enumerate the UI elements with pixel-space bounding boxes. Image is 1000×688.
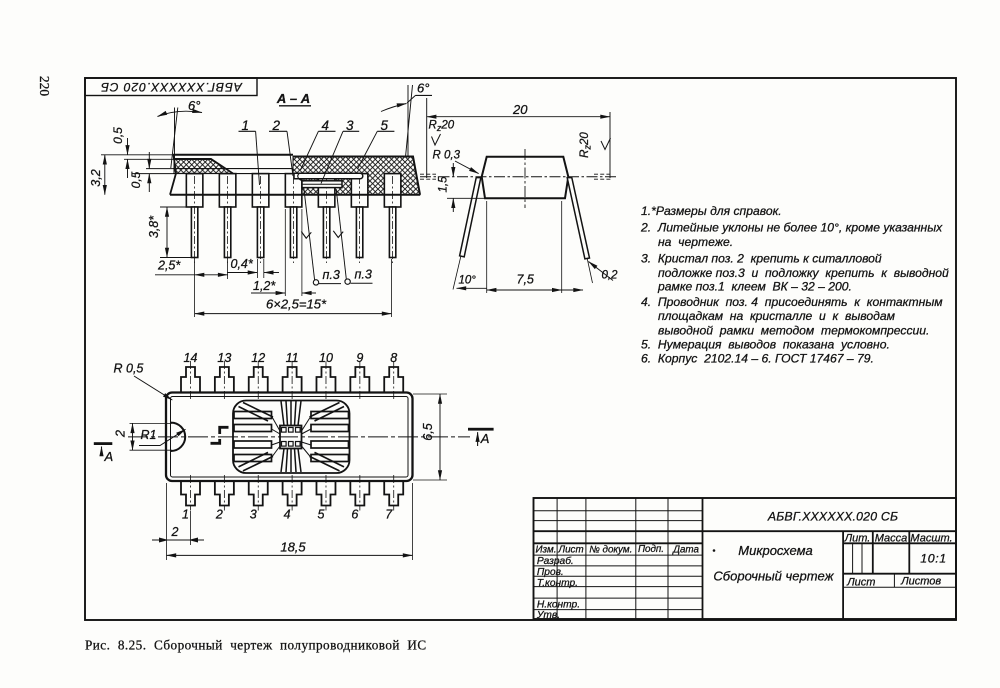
svg-text:1,5: 1,5 — [438, 176, 450, 193]
svg-text:10:1: 10:1 — [920, 552, 947, 566]
svg-text:11: 11 — [286, 351, 299, 365]
svg-text:18,5: 18,5 — [280, 540, 306, 555]
svg-text:Утв.: Утв. — [536, 610, 560, 621]
svg-text:10°: 10° — [459, 274, 477, 286]
svg-text:1: 1 — [242, 118, 250, 133]
svg-text:12: 12 — [251, 351, 265, 365]
svg-text:13: 13 — [217, 351, 231, 365]
svg-text:Подп.: Подп. — [638, 544, 664, 555]
svg-text:2: 2 — [114, 430, 128, 438]
svg-text:0,4*: 0,4* — [231, 257, 254, 271]
svg-text:2: 2 — [215, 508, 223, 522]
svg-text:3: 3 — [250, 508, 257, 522]
svg-text:R 0,5: R 0,5 — [114, 362, 144, 376]
svg-text:20: 20 — [512, 102, 528, 117]
svg-text:14: 14 — [184, 351, 198, 365]
svg-text:площадкам на кристалле и к: площадкам на кристалле и к выводам — [658, 309, 896, 323]
svg-text:6: 6 — [351, 508, 358, 522]
svg-text:4. Проводник поз. 4 присоед: 4. Проводник поз. 4 присоединять к конта… — [641, 295, 943, 309]
svg-text:Листов: Листов — [900, 576, 941, 588]
svg-text:рамке поз.1 клеем ВК – 32 –: рамке поз.1 клеем ВК – 32 – 200. — [657, 279, 852, 293]
svg-text:А: А — [480, 431, 490, 446]
svg-text:R1: R1 — [141, 428, 157, 442]
svg-text:5. Нумерация выводов показа: 5. Нумерация выводов показана условно. — [641, 337, 890, 351]
svg-text:Сборочный чертеж: Сборочный чертеж — [713, 569, 834, 584]
svg-text:на чертеже.: на чертеже. — [658, 235, 733, 249]
svg-text:6. Корпус 2102.14 – 6. ГОСТ: 6. Корпус 2102.14 – 6. ГОСТ 17467 – 79. — [641, 352, 874, 366]
svg-text:0,5: 0,5 — [111, 127, 125, 144]
svg-text:№ докум.: № докум. — [589, 545, 632, 556]
svg-text:Rz20: Rz20 — [579, 132, 593, 158]
svg-text:4: 4 — [284, 508, 291, 522]
svg-text:выводной рамки методом терм: выводной рамки методом термокомпрессии. — [658, 324, 929, 338]
svg-text:2. Литейные уклоны не более 1: 2. Литейные уклоны не более 10°, кроме у… — [640, 221, 943, 235]
svg-text:п.3: п.3 — [355, 268, 372, 282]
svg-text:5: 5 — [381, 118, 389, 133]
svg-text:6°: 6° — [417, 81, 429, 96]
svg-text:4: 4 — [322, 118, 330, 133]
svg-text:7: 7 — [385, 508, 393, 522]
svg-text:2: 2 — [272, 118, 281, 133]
svg-text:Изм.: Изм. — [536, 545, 557, 556]
svg-text:220: 220 — [37, 76, 52, 97]
svg-text:Н.контр.: Н.контр. — [537, 600, 580, 611]
svg-text:6×2,5=15*: 6×2,5=15* — [266, 297, 327, 312]
svg-text:5: 5 — [318, 508, 325, 522]
svg-text:Лит.: Лит. — [844, 533, 871, 545]
svg-text:А – А: А – А — [276, 91, 310, 106]
svg-text:0,2: 0,2 — [602, 270, 619, 282]
svg-text:А: А — [104, 449, 114, 464]
svg-text:Т.контр.: Т.контр. — [537, 578, 578, 589]
svg-text:2: 2 — [171, 525, 179, 539]
svg-text:R 0,3: R 0,3 — [433, 150, 461, 162]
svg-text:Рис. 8.25. Сборочный чертеж: Рис. 8.25. Сборочный чертеж полупроводни… — [85, 638, 427, 653]
svg-text:3. Кристал поз. 2 крепить к: 3. Кристал поз. 2 крепить к ситалловой — [641, 252, 882, 266]
svg-text:3: 3 — [346, 118, 354, 133]
svg-text:1.*Размеры для справок.: 1.*Размеры для справок. — [641, 204, 782, 218]
svg-text:Rz20: Rz20 — [429, 120, 455, 134]
svg-text:1,2*: 1,2* — [253, 279, 276, 293]
svg-text:3,2: 3,2 — [89, 169, 103, 186]
svg-text:Масшт.: Масшт. — [910, 533, 952, 545]
svg-text:подложке поз.3 и подложку к: подложке поз.3 и подложку крепить к выво… — [658, 266, 949, 280]
svg-text:Лист: Лист — [846, 577, 875, 589]
svg-text:9: 9 — [356, 351, 363, 365]
svg-text:0,5: 0,5 — [129, 171, 143, 188]
svg-text:2,5*: 2,5* — [157, 259, 181, 273]
svg-text:7,5: 7,5 — [517, 273, 534, 287]
svg-text:8: 8 — [390, 351, 397, 365]
svg-text:10: 10 — [319, 351, 333, 365]
svg-text:Микросхема: Микросхема — [738, 543, 812, 558]
svg-text:Масса: Масса — [875, 533, 908, 545]
svg-text:Разраб.: Разраб. — [537, 555, 574, 567]
svg-text:п.3: п.3 — [323, 268, 340, 282]
svg-text:Лист: Лист — [557, 545, 583, 556]
svg-text:АБВГ.ХХХХХХ.020 СБ: АБВГ.ХХХХХХ.020 СБ — [767, 510, 898, 524]
svg-text:АБВГ.ХХХХХХ.020 СБ: АБВГ.ХХХХХХ.020 СБ — [100, 80, 243, 94]
svg-text:Пров.: Пров. — [537, 567, 564, 578]
svg-text:6,5: 6,5 — [421, 423, 435, 440]
svg-text:1: 1 — [182, 508, 189, 522]
svg-text:Дата: Дата — [672, 545, 699, 556]
svg-text:3,8*: 3,8* — [147, 215, 161, 238]
svg-text:6°: 6° — [188, 98, 200, 113]
